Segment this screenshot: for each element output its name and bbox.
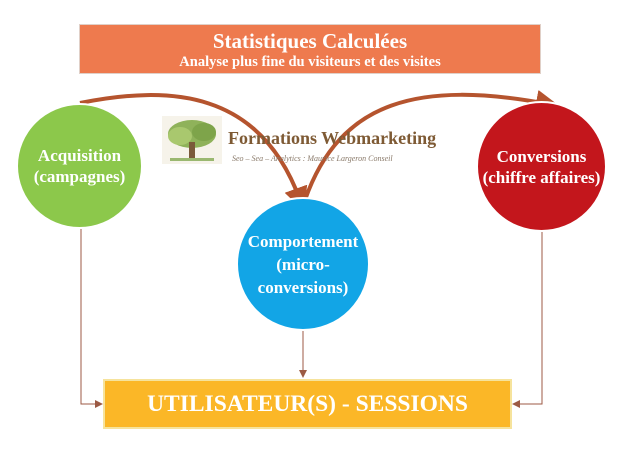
- arrow-comportement-to-conversions: [303, 89, 560, 201]
- node-utilisateurs-label: UTILISATEUR(S) - SESSIONS: [147, 390, 468, 417]
- tree-logo-icon: [162, 116, 222, 164]
- node-conversions-label: Conversions (chiffre affaires): [482, 146, 601, 187]
- diagram-title: Statistiques Calculées: [212, 29, 408, 53]
- node-utilisateurs: UTILISATEUR(S) - SESSIONS: [103, 379, 512, 429]
- arrow-conversions-to-users: [512, 232, 543, 408]
- arrow-acquisition-to-comportement: [79, 93, 308, 212]
- node-conversions: Conversions (chiffre affaires): [476, 101, 607, 232]
- logo-tagline: Seo – Sea – Analytics : Maurice Largeron…: [232, 154, 393, 163]
- diagram-subtitle: Analyse plus fine du visiteurs et des vi…: [179, 54, 441, 70]
- node-comportement: Comportement (micro-conversions): [236, 197, 370, 331]
- logo-brand: Formations Webmarketing: [228, 128, 437, 148]
- title-box: Statistiques Calculées Analyse plus fine…: [79, 24, 541, 74]
- node-acquisition-label: Acquisition (campagnes): [33, 146, 126, 186]
- node-comportement-label: Comportement (micro-conversions): [247, 231, 359, 297]
- logo: Formations Webmarketing Seo – Sea – Anal…: [162, 116, 462, 166]
- arrow-acquisition-to-users: [80, 229, 103, 408]
- node-acquisition: Acquisition (campagnes): [16, 103, 143, 229]
